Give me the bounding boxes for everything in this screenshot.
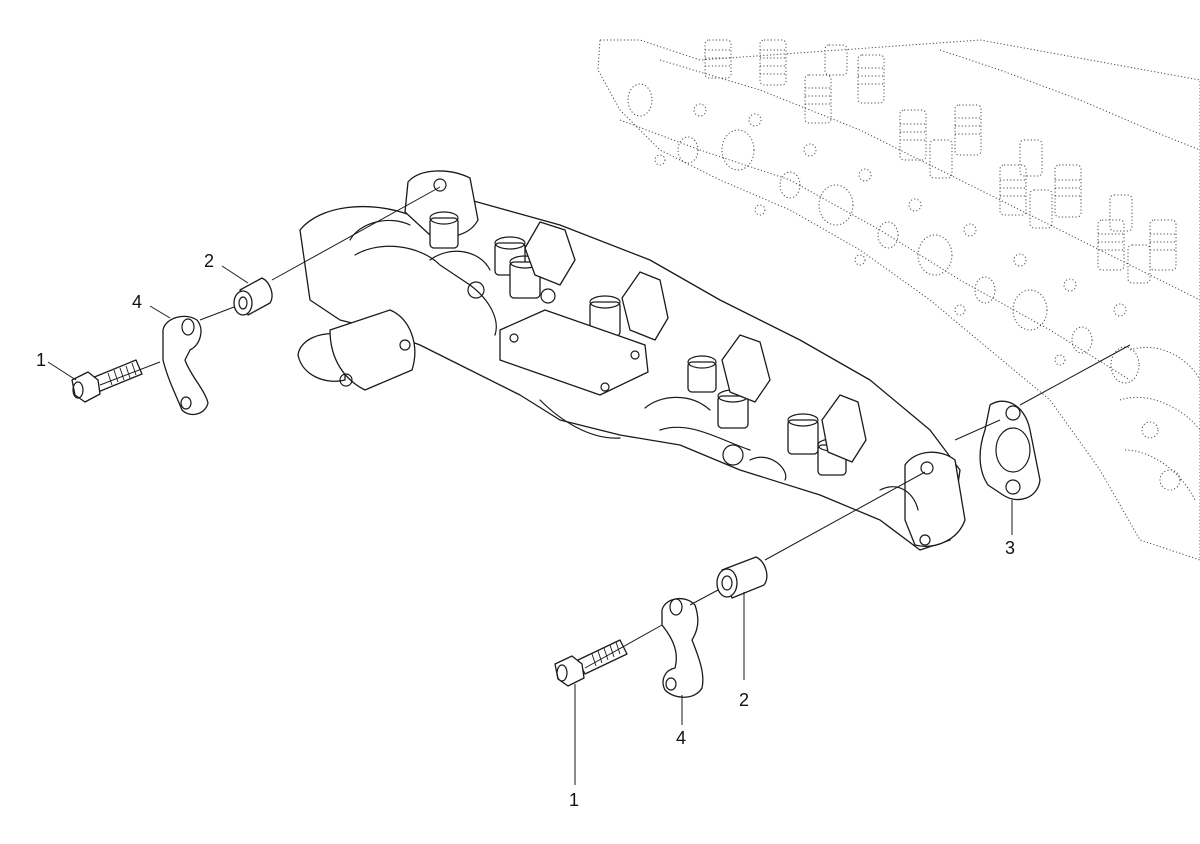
spacer-upper bbox=[233, 277, 273, 316]
valve-springs bbox=[704, 39, 1177, 284]
callout-clamp-upper: 4 bbox=[132, 292, 142, 312]
callout-leaders bbox=[47, 265, 1013, 785]
bolt-lower bbox=[554, 639, 628, 687]
spacer-lower bbox=[716, 556, 768, 599]
exhaust-manifold bbox=[297, 170, 966, 551]
clamp-upper bbox=[162, 315, 209, 416]
gasket bbox=[979, 400, 1041, 501]
callout-spacer-lower: 2 bbox=[739, 690, 749, 710]
clamp-lower bbox=[661, 597, 704, 698]
callout-bolt-lower: 1 bbox=[569, 790, 579, 810]
callout-spacer-upper: 2 bbox=[204, 251, 214, 271]
bolt-upper bbox=[71, 359, 143, 403]
callout-gasket: 3 bbox=[1005, 538, 1015, 558]
cylinder-head bbox=[597, 39, 1200, 561]
callout-bolt-upper: 1 bbox=[36, 350, 46, 370]
callout-clamp-lower: 4 bbox=[676, 728, 686, 748]
assembly-axis-lines bbox=[99, 186, 1131, 669]
